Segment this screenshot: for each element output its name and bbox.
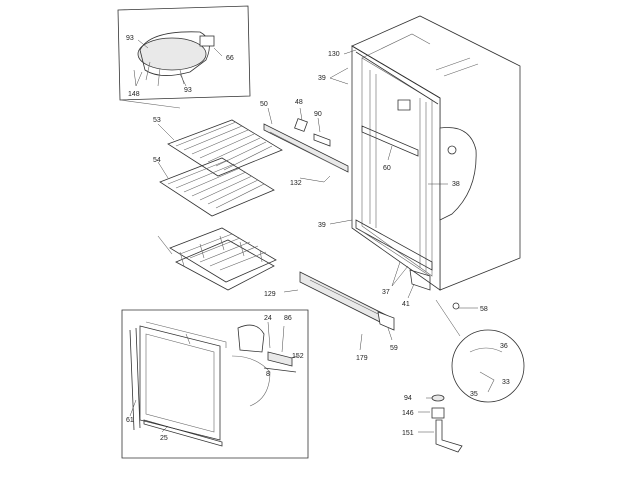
label-179: 179 xyxy=(356,355,368,362)
label-152: 152 xyxy=(292,353,304,360)
label-39-top: 39 xyxy=(318,75,326,82)
label-39-bottom: 39 xyxy=(318,222,326,229)
label-94: 94 xyxy=(404,395,412,402)
label-132: 132 xyxy=(290,180,302,187)
label-130: 130 xyxy=(328,51,340,58)
drain-assembly xyxy=(418,299,525,453)
label-50: 50 xyxy=(260,101,268,108)
wire-shelf-upper xyxy=(157,119,283,177)
toe-grille xyxy=(283,271,395,351)
wire-shelf-lower xyxy=(157,157,275,217)
cabinet-leaders xyxy=(329,49,478,309)
label-58: 58 xyxy=(480,306,488,313)
label-151: 151 xyxy=(402,430,414,437)
label-148: 148 xyxy=(128,91,140,98)
callout-labels: 93 66 148 93 130 39 50 48 90 53 54 60 38… xyxy=(126,35,510,442)
label-41: 41 xyxy=(402,301,410,308)
label-53: 53 xyxy=(153,117,161,124)
label-25: 25 xyxy=(160,435,168,442)
label-37: 37 xyxy=(382,289,390,296)
label-48: 48 xyxy=(295,99,303,106)
label-66: 66 xyxy=(226,55,234,62)
label-93-bottom: 93 xyxy=(184,87,192,94)
label-54: 54 xyxy=(153,157,161,164)
evaporator-bracket xyxy=(263,107,349,183)
door-inset xyxy=(121,309,309,459)
label-24: 24 xyxy=(264,315,272,322)
label-59: 59 xyxy=(390,345,398,352)
label-60: 60 xyxy=(383,165,391,172)
label-8: 8 xyxy=(266,371,270,378)
label-61: 61 xyxy=(126,417,134,424)
compressor-inset xyxy=(117,5,251,109)
label-36: 36 xyxy=(500,343,508,350)
label-35: 35 xyxy=(470,391,478,398)
label-33: 33 xyxy=(502,379,510,386)
wire-basket xyxy=(157,227,277,291)
label-38: 38 xyxy=(452,181,460,188)
freezer-cabinet xyxy=(351,15,521,291)
label-146: 146 xyxy=(402,410,414,417)
label-90: 90 xyxy=(314,111,322,118)
label-86: 86 xyxy=(284,315,292,322)
label-129: 129 xyxy=(264,291,276,298)
label-93-top: 93 xyxy=(126,35,134,42)
